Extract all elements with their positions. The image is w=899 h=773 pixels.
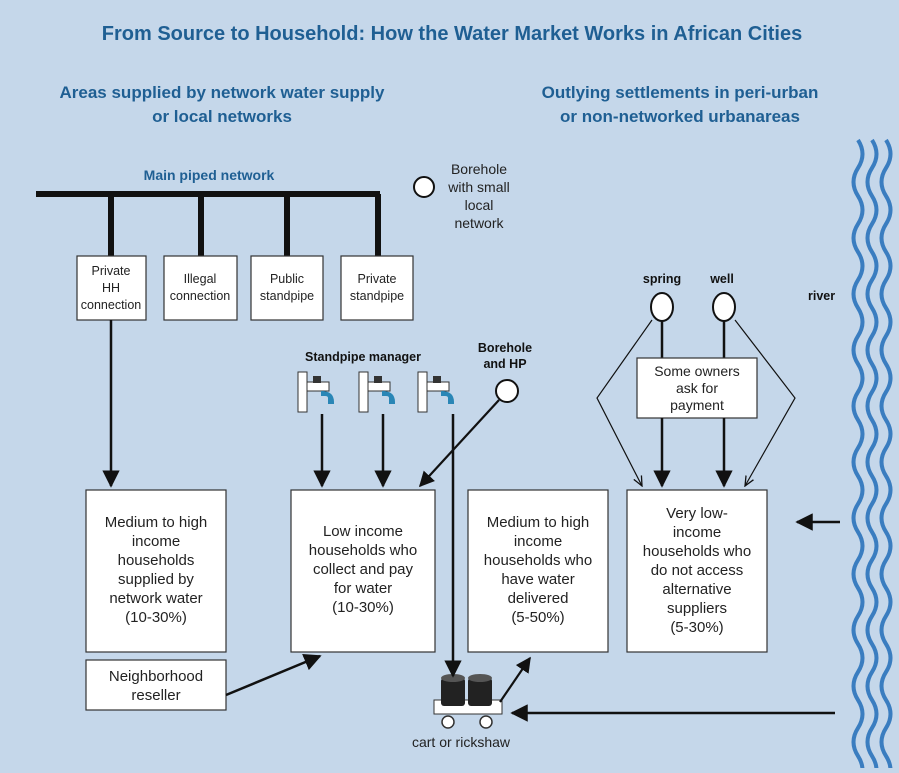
borehole-network-label: with small [447, 179, 509, 195]
borehole-hp-circle-icon [495, 379, 519, 403]
river-waves [851, 138, 893, 773]
svg-text:households who: households who [484, 552, 592, 569]
svg-text:for water: for water [334, 580, 392, 597]
main-network-label: Main piped network [144, 167, 275, 183]
connection-label: Private [358, 272, 397, 286]
svg-text:income: income [673, 524, 721, 541]
svg-text:alternative: alternative [662, 581, 731, 598]
river-label: river [808, 289, 835, 303]
arrow-spring-bypass [596, 319, 653, 486]
faucet-icon [358, 371, 395, 413]
connection-illegal: Illegal connection [163, 255, 238, 321]
svg-text:supplied by: supplied by [118, 571, 194, 588]
well-circle-icon [712, 292, 736, 322]
svg-text:ask for: ask for [676, 380, 718, 396]
diagram-title: From Source to Household: How the Water … [102, 23, 802, 45]
svg-text:households who: households who [643, 543, 751, 560]
svg-text:Low income: Low income [323, 523, 403, 540]
faucet-icon [297, 371, 334, 413]
svg-text:have water: have water [501, 571, 574, 588]
svg-text:households who: households who [309, 542, 417, 559]
standpipe-manager-label: Standpipe manager [305, 350, 421, 364]
svg-text:collect and pay: collect and pay [313, 561, 414, 578]
faucet-icon [417, 371, 454, 413]
connection-private-hh: Private HH connection [76, 255, 147, 321]
cart-icon [433, 674, 503, 729]
svg-text:do not access: do not access [651, 562, 744, 579]
spring-label: spring [643, 272, 681, 286]
svg-text:Medium to high: Medium to high [487, 514, 590, 531]
owners-box: Some owners ask for payment [636, 357, 758, 419]
svg-text:Very low-: Very low- [666, 505, 728, 522]
connection-label: standpipe [350, 289, 404, 303]
household-box-very-low-income: Very low- income households who do not a… [626, 489, 768, 653]
svg-text:Neighborhood: Neighborhood [109, 668, 203, 685]
connection-private-standpipe: Private standpipe [340, 255, 414, 321]
borehole-network-label: network [454, 215, 504, 231]
well-label: well [709, 272, 734, 286]
svg-text:payment: payment [670, 397, 724, 413]
arrow-borehole-to-low [418, 399, 500, 488]
svg-text:(5-30%): (5-30%) [670, 619, 723, 636]
household-box-medium-high-network: Medium to high income households supplie… [85, 489, 227, 653]
household-box-low-income-collect: Low income households who collect and pa… [290, 489, 436, 653]
arrow-cart-to-delivered [499, 656, 531, 703]
right-heading-line1: Outlying settlements in peri-urban [542, 83, 819, 102]
borehole-hp-label: Borehole [478, 341, 532, 355]
connection-label: Illegal [184, 272, 217, 286]
svg-text:income: income [514, 533, 562, 550]
borehole-local-circle-icon [413, 176, 435, 198]
cart-label: cart or rickshaw [412, 734, 511, 750]
borehole-hp-label: and HP [483, 357, 526, 371]
connection-label: connection [81, 298, 142, 312]
borehole-network-label: local [465, 197, 494, 213]
svg-text:network water: network water [109, 590, 202, 607]
svg-text:Some owners: Some owners [654, 363, 740, 379]
svg-text:Medium to high: Medium to high [105, 514, 208, 531]
svg-text:(5-50%): (5-50%) [511, 609, 564, 626]
connection-public-standpipe: Public standpipe [250, 255, 324, 321]
arrow-well-bypass [734, 319, 796, 486]
spring-circle-icon [650, 292, 674, 322]
connection-label: Public [270, 272, 304, 286]
household-box-medium-high-delivered: Medium to high income households who hav… [467, 489, 609, 653]
svg-text:(10-30%): (10-30%) [125, 609, 187, 626]
svg-text:suppliers: suppliers [667, 600, 727, 617]
svg-text:income: income [132, 533, 180, 550]
right-heading-line2: or non-networked urbanareas [560, 107, 800, 126]
connection-label: HH [102, 281, 120, 295]
connection-label: connection [170, 289, 231, 303]
svg-text:households: households [118, 552, 195, 569]
main-pipe [36, 191, 381, 258]
arrow-reseller-to-low [225, 653, 322, 697]
flow-arrows [102, 319, 840, 722]
svg-text:reseller: reseller [131, 687, 180, 704]
svg-text:(10-30%): (10-30%) [332, 599, 394, 616]
reseller-box: Neighborhood reseller [85, 659, 227, 711]
svg-text:delivered: delivered [508, 590, 569, 607]
connection-label: Private [92, 264, 131, 278]
borehole-network-label: Borehole [451, 161, 507, 177]
connection-label: standpipe [260, 289, 314, 303]
left-heading-line1: Areas supplied by network water supply [60, 83, 386, 102]
left-heading-line2: or local networks [152, 107, 292, 126]
